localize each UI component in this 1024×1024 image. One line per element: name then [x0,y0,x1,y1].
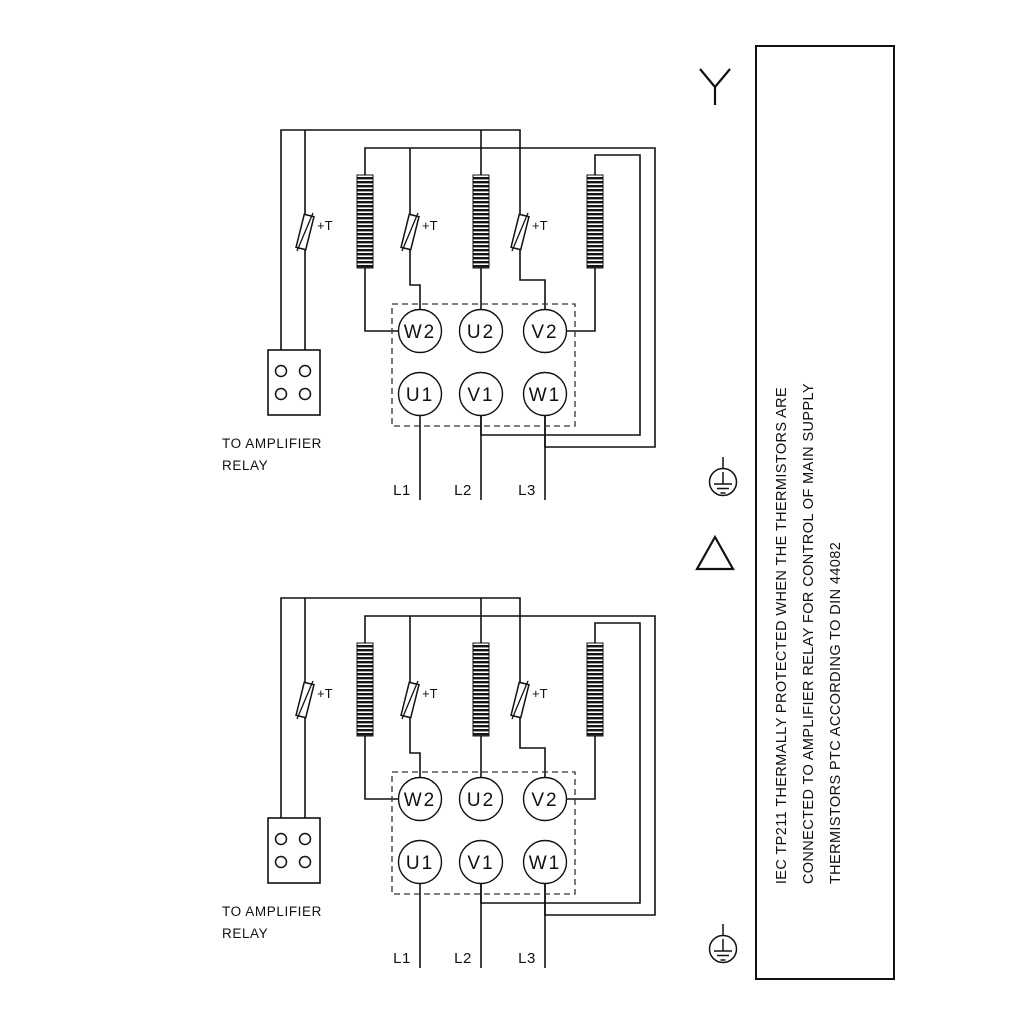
supply-label-l3: L3 [518,950,536,967]
supply-label-l1: L1 [393,482,411,499]
notes-sidebar: IEC TP211 THERMALLY PROTECTED WHEN THE T… [755,45,895,980]
thermistor-label: +T [422,218,438,233]
terminal-label: U2 [467,322,495,343]
terminal-w2: W2 [397,308,443,354]
connector-pin [298,387,312,401]
terminal-v2: V2 [522,308,568,354]
terminal-v1: V1 [458,839,504,885]
relay-note-line2: RELAY [222,458,268,473]
panel-delta: +T +T +T W2 U2 V2 [130,513,755,980]
supply-label-l3: L3 [518,482,536,499]
note-line-1: IEC TP211 THERMALLY PROTECTED WHEN THE T… [774,386,790,884]
connector-pin [298,855,312,869]
relay-note-line1: TO AMPLIFIER [222,436,322,451]
delta-symbol [695,534,735,571]
supply-label-l2: L2 [454,482,472,499]
wiring [280,129,656,500]
winding-coil [356,174,374,269]
terminal-w1: W1 [522,371,568,417]
terminal-label: V2 [531,790,558,811]
ground-icon [708,924,738,964]
thermistor-label: +T [317,686,333,701]
sidebar-note: IEC TP211 THERMALLY PROTECTED WHEN THE T… [769,383,850,884]
connector-pin [274,855,288,869]
terminal-v1: V1 [458,371,504,417]
thermistor-symbol: +T [295,680,333,720]
relay-connector [267,349,321,416]
motor-windings [356,642,604,737]
thermistor-label: +T [422,686,438,701]
terminal-box-outline [391,771,576,895]
winding-coil [472,174,490,269]
connector-pin [298,832,312,846]
thermistor-symbol: +T [400,212,438,252]
terminal-label: W1 [529,853,562,874]
connector-pin [274,364,288,378]
thermistor-label: +T [532,218,548,233]
relay-note-line1: TO AMPLIFIER [222,904,322,919]
terminal-label: W1 [529,385,562,406]
winding-coil [356,642,374,737]
thermistor-symbol: +T [400,680,438,720]
star-symbol [699,68,731,105]
wiring [280,597,656,968]
terminal-u2: U2 [458,308,504,354]
terminal-box-outline [391,303,576,427]
motor-windings [356,174,604,269]
terminal-u1: U1 [397,371,443,417]
note-line-3: THERMISTORS PTC ACCORDING TO DIN 44082 [828,541,844,884]
connector-pin [298,364,312,378]
terminal-w2: W2 [397,776,443,822]
terminal-label: V2 [531,322,558,343]
supply-label-l1: L1 [393,950,411,967]
terminal-label: W2 [404,322,437,343]
relay-note-line2: RELAY [222,926,268,941]
supply-label-l2: L2 [454,950,472,967]
panel-star: +T +T +T W2 U2 V2 [130,45,755,513]
winding-coil [472,642,490,737]
thermistor-label: +T [532,686,548,701]
terminal-label: U1 [406,853,434,874]
terminal-w1: W1 [522,839,568,885]
terminal-label: V1 [467,853,494,874]
note-line-2: CONNECTED TO AMPLIFIER RELAY FOR CONTROL… [801,382,817,884]
connector-pin [274,832,288,846]
terminal-label: W2 [404,790,437,811]
thermistor-symbol: +T [295,212,333,252]
terminal-v2: V2 [522,776,568,822]
thermistor-symbol: +T [510,680,548,720]
winding-coil [586,642,604,737]
terminal-u2: U2 [458,776,504,822]
thermistor-label: +T [317,218,333,233]
winding-coil [586,174,604,269]
terminal-label: U1 [406,385,434,406]
thermistor-symbol: +T [510,212,548,252]
terminal-label: V1 [467,385,494,406]
relay-connector [267,817,321,884]
terminal-label: U2 [467,790,495,811]
ground-icon [708,457,738,497]
terminal-u1: U1 [397,839,443,885]
connector-pin [274,387,288,401]
